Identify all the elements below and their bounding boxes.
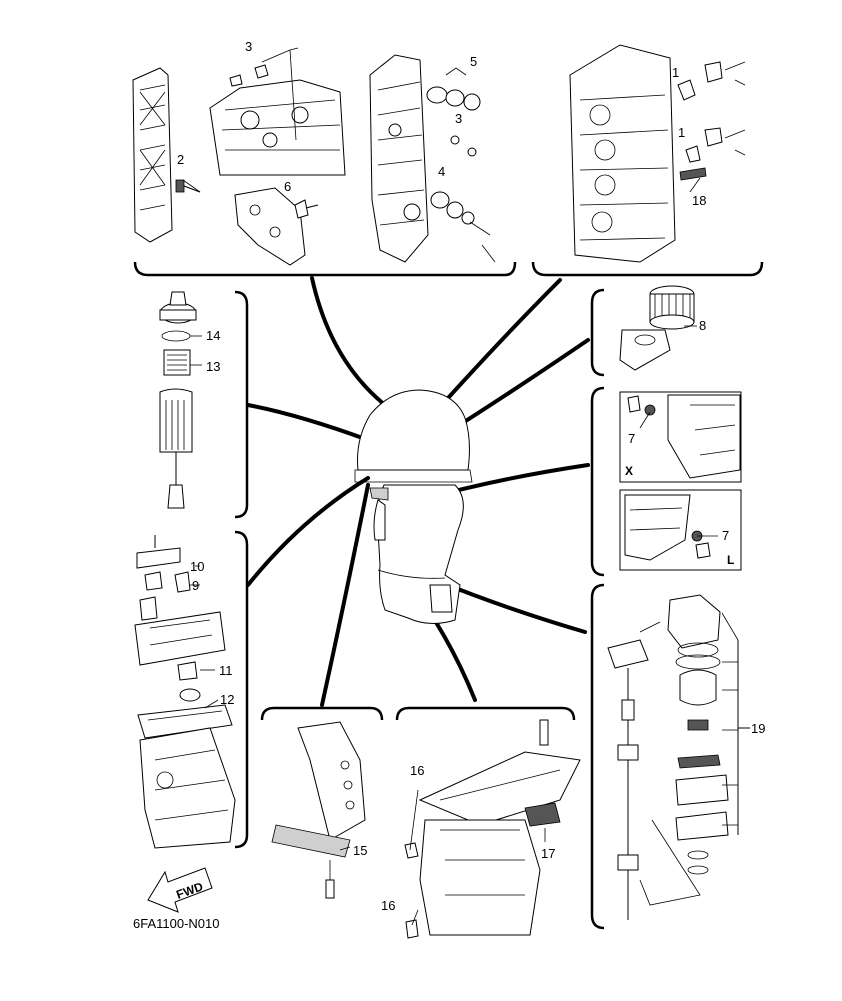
- callout-leaders: [182, 177, 718, 926]
- anode-cluster-4: [430, 191, 496, 263]
- callout-6: 6: [284, 179, 291, 194]
- lower-unit-assembly: [404, 719, 581, 939]
- oil-filter-assembly: [619, 285, 695, 371]
- bracket-anodes: [590, 386, 605, 577]
- callout-7-x: 7: [628, 431, 635, 446]
- callout-14: 14: [206, 328, 220, 343]
- diagram-code: 6FA1100-N010: [133, 916, 220, 931]
- callout-17: 17: [541, 846, 555, 861]
- bracket-vapor-separator: [234, 530, 249, 849]
- cylinder-head: [569, 44, 746, 263]
- callout-19: 19: [751, 721, 765, 736]
- vapor-separator-assembly: [134, 535, 236, 849]
- view-label-x: X: [625, 464, 633, 478]
- callout-16-lower: 16: [381, 898, 395, 913]
- callout-16-upper: 16: [410, 763, 424, 778]
- view-label-l: L: [727, 553, 734, 567]
- callout-1-lower: 1: [678, 125, 685, 140]
- callout-1-upper: 1: [672, 65, 679, 80]
- bracket-clamp: [260, 706, 384, 721]
- callout-12: 12: [220, 692, 234, 707]
- bracket-fuel-filter: [234, 290, 249, 519]
- cylinder-block-exhaust-cover: [132, 67, 201, 243]
- bracket-oil-filter: [590, 288, 605, 377]
- bracket-top-right: [531, 261, 764, 277]
- inset-x: [619, 391, 742, 483]
- water-pump-assembly: [607, 594, 750, 920]
- exhaust-cover-side: [369, 54, 429, 263]
- bracket-water-pump: [590, 583, 605, 930]
- outboard-motor-silhouette: [354, 389, 473, 624]
- inset-l: [619, 489, 742, 571]
- callout-7-l: 7: [722, 528, 729, 543]
- fuel-filter-assembly: [159, 291, 197, 509]
- bracket-top-left: [133, 261, 517, 277]
- callout-15: 15: [353, 843, 367, 858]
- callout-3-upper: 3: [245, 39, 252, 54]
- anode-cluster-5: [426, 67, 481, 157]
- thermostat-cover: [234, 187, 319, 266]
- leader-lines: [246, 276, 590, 707]
- callout-3-lower: 3: [455, 111, 462, 126]
- callout-18: 18: [692, 193, 706, 208]
- fwd-arrow: FWD: [147, 867, 213, 913]
- callout-11: 11: [219, 663, 233, 678]
- callout-8: 8: [699, 318, 706, 333]
- callout-4: 4: [438, 164, 445, 179]
- callout-13: 13: [206, 359, 220, 374]
- callout-9: 9: [192, 578, 199, 593]
- callout-5: 5: [470, 54, 477, 69]
- cylinder-block-top: [209, 47, 346, 176]
- callout-labels: 1 1 2 3 3 4 5 6 7 7 8 9 10 11 12 13 14 1…: [177, 39, 765, 913]
- callout-10: 10: [190, 559, 204, 574]
- callout-2: 2: [177, 152, 184, 167]
- bracket-lower-case: [395, 706, 576, 721]
- clamp-bracket-assembly: [271, 721, 366, 899]
